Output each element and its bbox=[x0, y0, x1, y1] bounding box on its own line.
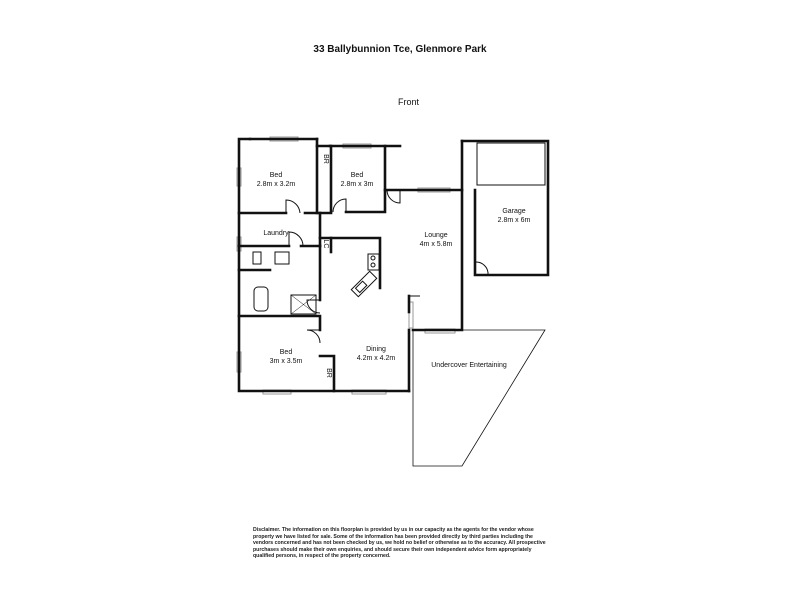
bed2-name: Bed bbox=[351, 172, 364, 179]
interior-walls bbox=[237, 144, 387, 393]
wall-lounge-north bbox=[383, 144, 464, 192]
door-laundry bbox=[288, 231, 304, 247]
bed1-size: 2.8m x 3.2m bbox=[257, 181, 296, 188]
laundry-name: Laundry bbox=[263, 230, 289, 237]
bathtub bbox=[253, 286, 269, 312]
toilet bbox=[252, 251, 262, 265]
entertaining-outline bbox=[412, 329, 546, 467]
linen-cupboard-label: LC bbox=[322, 240, 329, 249]
room-labels: Bed 2.8m x 3.2m Bed 2.8m x 3m Lounge 4m … bbox=[257, 154, 531, 378]
garage-walls bbox=[460, 139, 550, 277]
shower bbox=[290, 294, 317, 315]
garage-name: Garage bbox=[502, 208, 525, 215]
dining-size: 4.2m x 4.2m bbox=[357, 355, 396, 362]
laundry-tub bbox=[274, 251, 290, 265]
bed1-name: Bed bbox=[270, 172, 283, 179]
garage-door bbox=[476, 142, 546, 186]
garage bbox=[460, 139, 550, 277]
cooktop bbox=[367, 253, 380, 271]
door-bath bbox=[306, 299, 321, 314]
fixtures bbox=[252, 251, 380, 315]
lounge-size: 4m x 5.8m bbox=[420, 241, 453, 248]
bed2-size: 2.8m x 3m bbox=[341, 181, 374, 188]
island-sink bbox=[354, 280, 368, 294]
wall-robe bbox=[318, 354, 336, 393]
door-bed1 bbox=[285, 199, 301, 214]
robe-label: BR bbox=[325, 368, 332, 378]
dining-name: Dining bbox=[366, 346, 386, 353]
burner bbox=[370, 255, 376, 261]
doors bbox=[285, 189, 420, 344]
bed3-name: Bed bbox=[280, 349, 293, 356]
burner bbox=[370, 262, 376, 268]
wall-step bbox=[315, 137, 332, 148]
wall-west-south bbox=[237, 137, 411, 393]
robe-label: BR bbox=[322, 154, 329, 164]
garage-size: 2.8m x 6m bbox=[498, 217, 531, 224]
disclaimer: Disclaimer. The information on this floo… bbox=[253, 527, 546, 560]
shower-drain bbox=[290, 294, 317, 315]
plan-title: 33 Ballybunnion Tce, Glenmore Park bbox=[313, 44, 487, 55]
lounge-name: Lounge bbox=[424, 232, 447, 239]
door-bed2 bbox=[332, 198, 347, 213]
bed3-size: 3m x 3.5m bbox=[270, 358, 303, 365]
wall-bed2-south bbox=[344, 188, 387, 214]
wall-bath-south bbox=[237, 314, 322, 332]
door-bed3 bbox=[306, 329, 321, 344]
entertaining-name: Undercover Entertaining bbox=[431, 362, 507, 369]
door-lounge bbox=[386, 189, 401, 204]
front-label: Front bbox=[398, 97, 420, 107]
garage-door-swing bbox=[474, 261, 489, 276]
kitchen-island bbox=[350, 270, 378, 298]
window-dining-side bbox=[408, 301, 414, 329]
wall-kitchen bbox=[318, 236, 382, 290]
